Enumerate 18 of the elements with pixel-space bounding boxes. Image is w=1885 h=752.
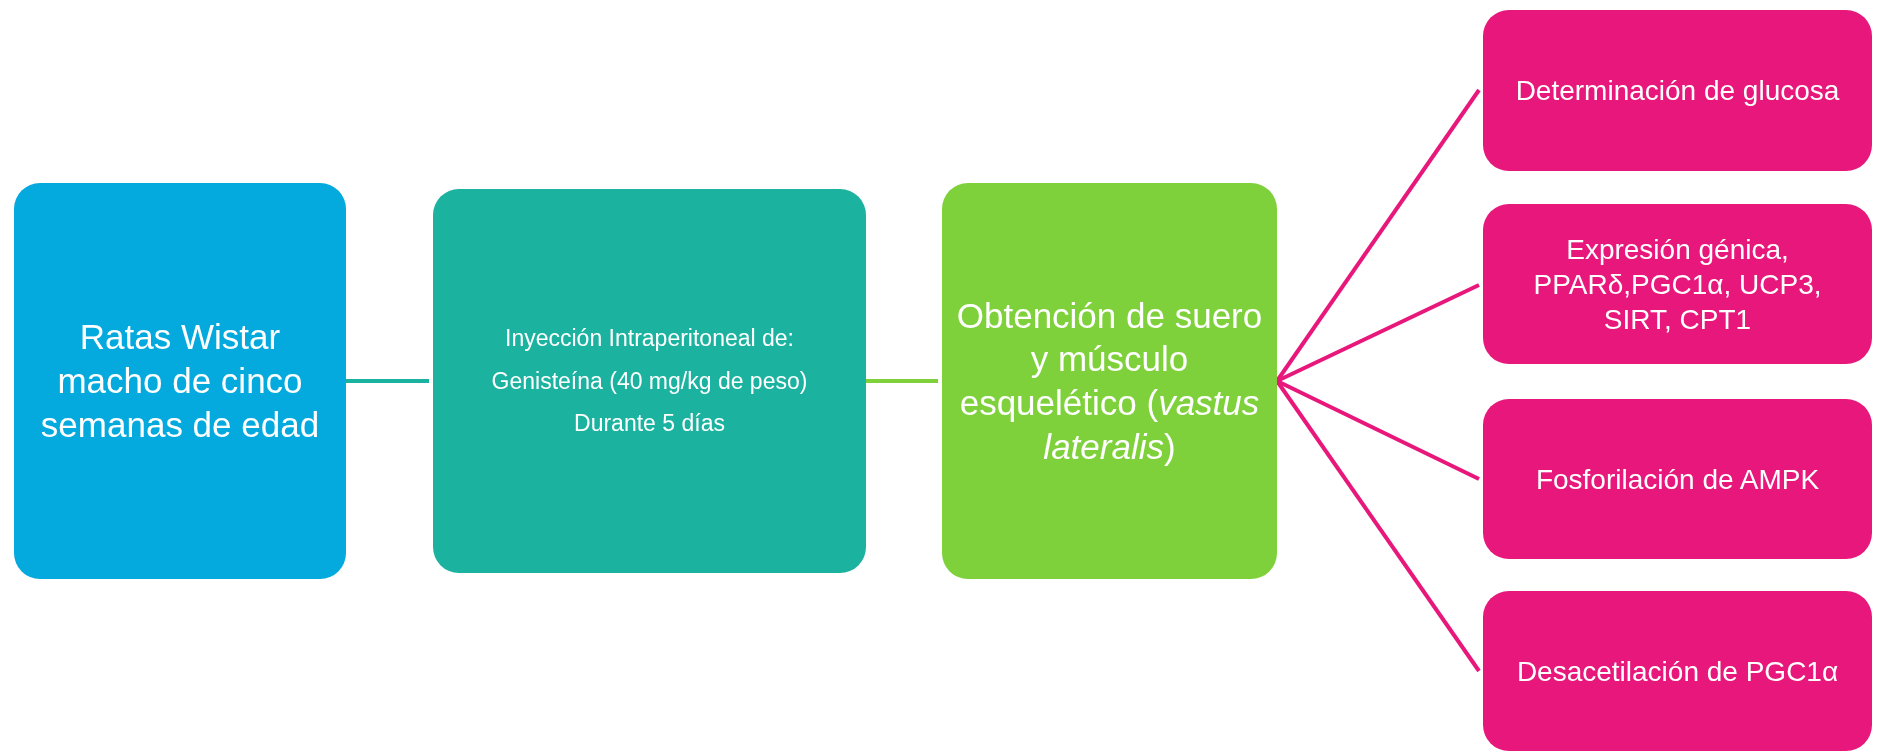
- box-text: Expresión génica, PPARδ,PGC1α, UCP3, SIRT, CPT1: [1532, 232, 1823, 337]
- process-box: [433, 189, 866, 573]
- process-box: [1483, 399, 1872, 559]
- box-text: Ratas Wistar macho de cinco semanas de edad: [39, 316, 321, 446]
- process-box: [1483, 591, 1872, 751]
- process-box: [1483, 204, 1872, 364]
- connector-line: [346, 379, 429, 383]
- box-text: Desacetilación de PGC1α: [1516, 654, 1839, 689]
- process-box: [1483, 10, 1872, 171]
- box-text: Genisteína (40 mg/kg de peso): [491, 366, 808, 396]
- box-text: Durante 5 días: [574, 409, 725, 439]
- box-text: Inyección Intraperitoneal de:: [505, 323, 794, 353]
- process-box: [14, 183, 346, 579]
- process-box: [942, 183, 1277, 579]
- connector-line: [866, 379, 938, 383]
- box-text: Determinación de glucosa: [1515, 74, 1840, 108]
- box-text: Obtención de suero y músculo esquelético (vastus lateralis): [956, 294, 1263, 468]
- box-text: Fosforilación de AMPK: [1535, 462, 1820, 497]
